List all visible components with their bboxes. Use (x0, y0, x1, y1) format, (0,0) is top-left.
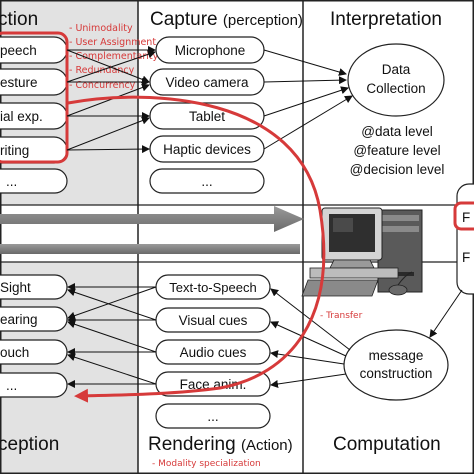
rendering-item-5-label: ... (207, 409, 218, 424)
capture-item-5-label: ... (201, 174, 212, 189)
capture-arrows (66, 46, 156, 154)
left-top-item-1-label: peech (0, 43, 37, 58)
message-construction-label-2: construction (360, 366, 433, 381)
fusion-label-2: F (462, 250, 470, 265)
fusion-box (456, 183, 474, 295)
data-collection-label-1: Data (382, 62, 411, 77)
left-top-item-3-label: ial exp. (0, 109, 43, 124)
message-construction-label-1: message (369, 348, 424, 363)
red-note-3: - Complementarity (69, 51, 159, 62)
header-bottom-left: ception (0, 434, 59, 455)
level-feature: @feature level (353, 143, 440, 158)
capture-item-3-label: Tablet (189, 109, 225, 124)
level-data: @data level (361, 124, 433, 139)
red-note-transfer: - Transfer (320, 311, 363, 321)
data-collection-label-2: Collection (366, 81, 425, 96)
capture-item-1-label: Microphone (175, 43, 246, 58)
gray-arrow-lower (0, 244, 300, 254)
computer-icon (301, 207, 423, 297)
red-note-5: - Concurrency (69, 80, 136, 91)
capture-item-5 (149, 168, 265, 194)
rendering-item-3-label: Audio cues (180, 345, 247, 360)
rendering-item-4-label: Face anim. (180, 377, 247, 392)
red-note-specialization: - Modality specialization (152, 459, 261, 469)
gray-arrow-upper (0, 206, 304, 232)
header-capture: Capture (perception) (150, 9, 303, 30)
rendering-item-1-label: Text-to-Speech (169, 280, 256, 295)
header-interpretation: Interpretation (330, 9, 442, 30)
left-top-item-2-label: esture (0, 75, 38, 90)
capture-item-4-label: Haptic devices (163, 142, 251, 157)
header-computation: Computation (333, 434, 441, 455)
message-construction-node (343, 329, 449, 401)
transfer-arc (67, 95, 326, 403)
construction-arrows (270, 288, 351, 388)
level-decision: @decision level (350, 162, 445, 177)
left-bottom-item-4-label: ... (6, 378, 17, 393)
left-top-item-4-label: riting (0, 143, 29, 158)
red-note-2: - User Assignment (69, 37, 156, 48)
fusion-to-construction-arrow (429, 289, 463, 338)
rendering-item-5 (155, 403, 271, 429)
left-bottom-item-1-label: Sight (0, 280, 31, 295)
rendering-item-2-label: Visual cues (179, 313, 248, 328)
collection-arrows (263, 49, 353, 150)
modalities-highlight (0, 31, 69, 164)
header-top-left: ction (0, 9, 38, 30)
left-top-item-5-label: ... (6, 174, 17, 189)
data-collection-node (347, 43, 445, 117)
fusion-highlight (453, 201, 474, 231)
header-rendering: Rendering (Action) (148, 434, 293, 455)
red-note-1: - Unimodality (69, 23, 133, 34)
capture-item-2-label: Video camera (165, 75, 249, 90)
left-bottom-item-3-label: ouch (0, 345, 29, 360)
left-bottom-item-2-label: earing (0, 312, 38, 327)
rendering-arrows (67, 283, 157, 388)
left-top-item-5 (0, 168, 68, 194)
fusion-label-1: F (462, 210, 470, 225)
